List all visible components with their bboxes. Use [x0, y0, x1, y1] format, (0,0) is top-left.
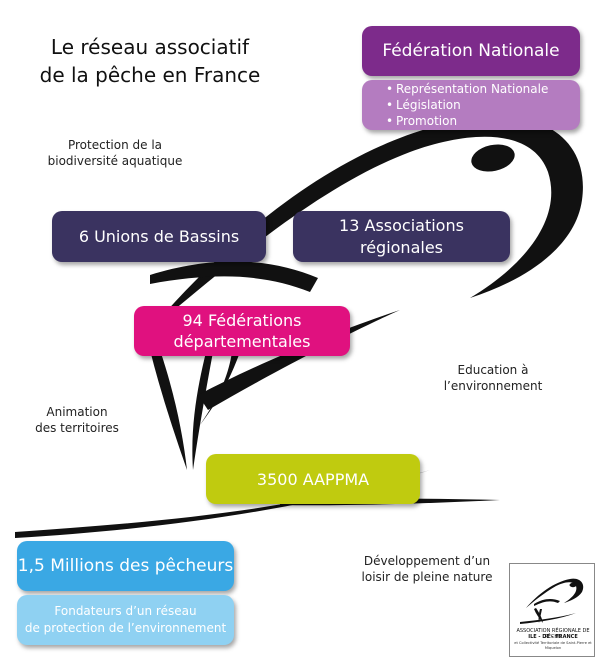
aappma-box: 3500 AAPPMA	[206, 454, 420, 504]
federation-nationale-item: Promotion	[386, 113, 548, 129]
fish-tail	[198, 310, 400, 410]
federations-line-2: départementales	[173, 332, 311, 351]
note-education-line-2: l’environnement	[443, 379, 543, 393]
title-line-2: de la pêche en France	[39, 63, 261, 87]
federations-line-1: 94 Fédérations	[182, 311, 302, 330]
note-animation-line-1: Animation	[46, 405, 108, 419]
page-title: Le réseau associatif de la pêche en Fran…	[20, 33, 280, 89]
fondateurs-box: Fondateurs d’un réseau de protection de …	[17, 595, 234, 645]
note-education: Education à l’environnement	[428, 362, 558, 394]
aappma-label: 3500 AAPPMA	[256, 469, 370, 489]
federation-nationale-list-box: Représentation Nationale Législation Pro…	[362, 80, 580, 130]
federation-nationale-item: Représentation Nationale	[386, 81, 548, 97]
pecheurs-box: 1,5 Millions des pêcheurs	[17, 541, 234, 591]
note-protection-line-2: biodiversité aquatique	[47, 154, 183, 168]
fish-fin-right	[200, 352, 240, 425]
fish-bottom-sweep	[15, 470, 430, 538]
fish-fin-middle	[192, 352, 213, 470]
fish-logo-icon	[520, 578, 584, 624]
title-line-1: Le réseau associatif	[50, 35, 250, 59]
fondateurs-line-1: Fondateurs d’un réseau	[54, 604, 197, 618]
federations-departementales-box: 94 Fédérations départementales	[134, 306, 350, 356]
fish-inner-arc	[150, 261, 318, 292]
logo-text-2: ILE - DE - FRANCE	[528, 634, 578, 640]
associations-regionales-box: 13 Associations régionales	[293, 211, 510, 262]
federation-nationale-box: Fédération Nationale	[362, 26, 580, 76]
associations-line-1: 13 Associations	[339, 215, 464, 235]
pecheurs-label: 1,5 Millions des pêcheurs	[17, 556, 234, 576]
fish-eye	[471, 144, 515, 172]
federation-nationale-item: Législation	[386, 97, 548, 113]
note-developpement: Développement d’un loisir de pleine natu…	[352, 553, 502, 585]
logo-text-3: et Collectivité Territoriale de Saint-Pi…	[514, 641, 592, 650]
note-animation: Animation des territoires	[22, 404, 132, 436]
unions-bassins-box: 6 Unions de Bassins	[52, 211, 266, 262]
unions-bassins-label: 6 Unions de Bassins	[78, 227, 240, 246]
note-developpement-line-2: loisir de pleine nature	[361, 570, 493, 584]
note-animation-line-2: des territoires	[35, 421, 119, 435]
fondateurs-line-2: de protection de l’environnement	[24, 621, 227, 635]
logo-text-1: ASSOCIATION RÉGIONALE DE PÊCHE	[516, 628, 590, 640]
associations-line-2: régionales	[359, 237, 443, 257]
federation-nationale-list: Représentation Nationale Législation Pro…	[386, 81, 548, 129]
note-developpement-line-1: Développement d’un	[363, 554, 491, 568]
note-protection-line-1: Protection de la	[67, 138, 163, 152]
note-education-line-1: Education à	[457, 363, 529, 377]
federation-nationale-label: Fédération Nationale	[382, 41, 560, 61]
fish-fin-left	[150, 350, 187, 470]
note-protection: Protection de la biodiversité aquatique	[40, 137, 190, 169]
fish-body-arc	[150, 116, 583, 330]
association-logo: ASSOCIATION RÉGIONALE DE PÊCHE ILE - DE …	[509, 563, 595, 657]
